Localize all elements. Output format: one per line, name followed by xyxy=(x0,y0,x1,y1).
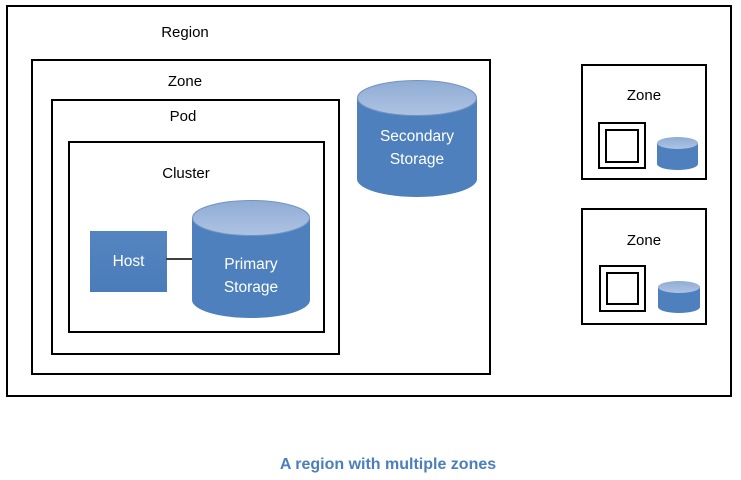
primary-storage-label: Primary Storage xyxy=(223,256,279,296)
cluster-box xyxy=(68,141,325,333)
figure-caption: A region with multiple zones xyxy=(279,456,497,473)
zone-top-right-host-icon xyxy=(598,122,646,169)
pod-box xyxy=(51,99,340,355)
main-zone-box xyxy=(31,59,491,375)
zone-bottom-right-host-icon xyxy=(599,265,646,312)
host-box: Host xyxy=(90,231,167,292)
zone-top-right-label: Zone xyxy=(626,87,662,104)
main-zone-label: Zone xyxy=(167,73,203,90)
pod-label: Pod xyxy=(169,108,197,125)
secondary-storage-label: Secondary Storage xyxy=(379,128,455,168)
zone-top-right-host-inner-icon xyxy=(605,129,639,163)
zone-bottom-right-box xyxy=(581,208,707,325)
primary-storage-cylinder-icon xyxy=(192,200,310,318)
zone-bottom-right-label: Zone xyxy=(626,232,662,249)
zone-bottom-right-host-inner-icon xyxy=(606,272,639,305)
zone-top-right-storage-cylinder-icon xyxy=(657,137,698,170)
region-box xyxy=(6,5,732,397)
host-label: Host xyxy=(112,252,145,270)
zone-bottom-right-storage-cylinder-icon xyxy=(658,281,700,313)
cluster-label: Cluster xyxy=(162,165,210,182)
secondary-storage-cylinder-icon xyxy=(357,80,477,197)
host-storage-connector xyxy=(166,258,193,260)
region-label: Region xyxy=(161,24,209,41)
zone-top-right-box xyxy=(581,64,707,180)
